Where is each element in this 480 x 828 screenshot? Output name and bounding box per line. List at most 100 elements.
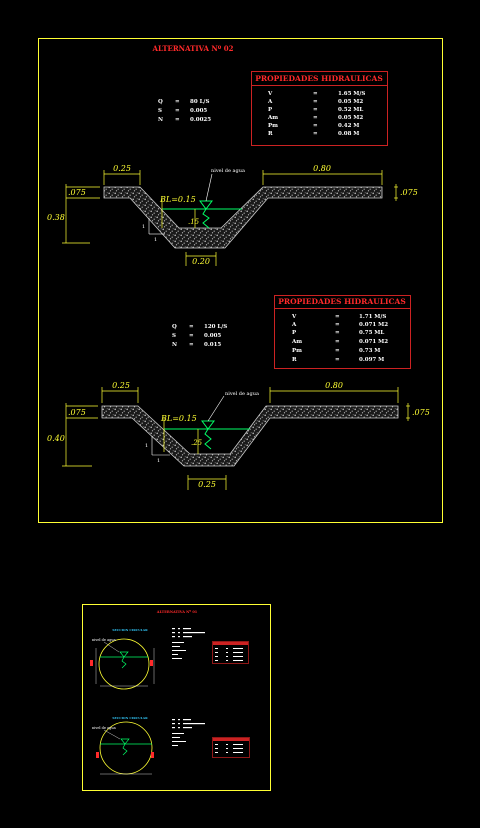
table-eq: = xyxy=(313,123,318,129)
param-eq: = xyxy=(189,324,194,330)
water-label: nivel de agua xyxy=(92,638,116,642)
water-level-icon xyxy=(199,200,213,229)
table-val: 0.097 M xyxy=(359,357,384,363)
dim-freeboard: BL=0.15 xyxy=(159,195,196,204)
table-val: 0.05 M2 xyxy=(338,115,363,121)
table-eq: = xyxy=(335,339,340,345)
pipe-circle-a xyxy=(98,638,150,690)
water-label: nivel de agua xyxy=(92,726,116,730)
table-sym: Pm xyxy=(292,348,302,354)
dim-right-edge: .075 xyxy=(400,188,418,197)
param-eq: = xyxy=(175,108,180,114)
water-label: nivel de agua xyxy=(211,168,245,174)
table-sym: V xyxy=(291,314,297,320)
slope-v: 1 xyxy=(142,224,145,230)
table-eq: = xyxy=(335,348,340,354)
table-sym: A xyxy=(291,322,297,328)
table-val: 1.71 M/S xyxy=(359,314,386,320)
table-eq: = xyxy=(313,91,318,97)
table-eq: = xyxy=(335,314,340,320)
dim-left-top: 0.25 xyxy=(112,381,130,390)
channel-lining-2 xyxy=(101,405,399,467)
sheet-frame xyxy=(38,38,443,523)
table-sym: Am xyxy=(267,115,278,121)
dim-right-top: 0.80 xyxy=(325,381,343,390)
dim-left-top: 0.25 xyxy=(113,164,131,173)
table-eq: = xyxy=(313,115,318,121)
sheet-title: ALTERNATIVA Nº 02 xyxy=(152,44,234,53)
properties-table-2: PROPIEDADES HIDRAULICAS V = 1.71 M/S A =… xyxy=(274,295,411,369)
param-eq: = xyxy=(175,117,180,123)
param-eq: = xyxy=(189,333,194,339)
dim-height: 0.40 xyxy=(47,434,65,443)
param-eq: = xyxy=(189,342,194,348)
table-eq: = xyxy=(313,131,318,137)
thumbnail-sheet: ALTERNATIVA Nº 01 SECCION CIRCULAR nivel… xyxy=(82,604,271,791)
table-sym: Am xyxy=(291,339,302,345)
table-val: 0.071 M2 xyxy=(359,322,388,328)
param-val: 0.005 xyxy=(204,333,221,339)
dim-bottom: 0.20 xyxy=(192,257,210,266)
water-label: nivel de agua xyxy=(225,391,259,397)
table-eq: = xyxy=(335,357,340,363)
table-val: 0.08 M xyxy=(338,131,359,137)
table-eq: = xyxy=(335,330,340,336)
table-sym: V xyxy=(267,91,273,97)
table-sym: P xyxy=(292,330,296,336)
water-level-icon xyxy=(201,420,215,450)
dim-right-top: 0.80 xyxy=(313,164,331,173)
table-val: 0.75 ML xyxy=(359,330,384,336)
thumb-table-b xyxy=(212,737,250,758)
param-sym: S xyxy=(172,333,176,339)
channel-lining-1 xyxy=(103,186,383,249)
dim-freeboard: BL=0.15 xyxy=(160,414,197,423)
section-2: PROPIEDADES HIDRAULICAS V = 1.71 M/S A =… xyxy=(47,295,430,490)
slope-h: 1 xyxy=(154,237,157,243)
param-val: 80 L/S xyxy=(190,99,209,105)
table-title: PROPIEDADES HIDRAULICAS xyxy=(255,74,383,83)
param-val: 0.005 xyxy=(190,108,207,114)
properties-table-1: PROPIEDADES HIDRAULICAS V = 1.65 M/S A =… xyxy=(251,71,388,146)
param-sym: S xyxy=(158,108,162,114)
table-eq: = xyxy=(335,322,340,328)
section-a-label: SECCION CIRCULAR xyxy=(112,628,148,632)
slope-v: 1 xyxy=(145,443,148,449)
param-val: 0.015 xyxy=(204,342,221,348)
table-val: 0.52 ML xyxy=(338,107,363,113)
flow-params-1: Q = 80 L/S S = 0.005 N = 0.0025 xyxy=(158,99,211,123)
param-sym: Q xyxy=(158,99,163,105)
dim-depth: .15 xyxy=(188,218,200,226)
dim-left-edge: .075 xyxy=(68,408,86,417)
table-sym: A xyxy=(267,99,273,105)
param-eq: = xyxy=(175,99,180,105)
dim-bottom: 0.25 xyxy=(198,480,216,489)
slope-h: 1 xyxy=(157,458,160,464)
dim-left-edge: .075 xyxy=(68,188,86,197)
flow-params-2: Q = 120 L/S S = 0.005 N = 0.015 xyxy=(172,324,227,348)
table-eq: = xyxy=(313,107,318,113)
param-sym: N xyxy=(158,117,163,123)
table-title: PROPIEDADES HIDRAULICAS xyxy=(278,297,406,306)
param-val: 120 L/S xyxy=(204,324,227,330)
table-val: 1.65 M/S xyxy=(338,91,365,97)
table-val: 0.42 M xyxy=(338,123,359,129)
table-val: 0.071 M2 xyxy=(359,339,388,345)
dim-depth: .25 xyxy=(191,439,203,447)
param-sym: N xyxy=(172,342,177,348)
table-val: 0.05 M2 xyxy=(338,99,363,105)
dim-height: 0.38 xyxy=(47,213,65,222)
section-b-label: SECCION CIRCULAR xyxy=(112,716,148,720)
dim-right-edge: .075 xyxy=(412,408,430,417)
table-sym: R xyxy=(268,131,273,137)
table-val: 0.73 M xyxy=(359,348,380,354)
table-sym: P xyxy=(268,107,272,113)
param-sym: Q xyxy=(172,324,177,330)
table-eq: = xyxy=(313,99,318,105)
table-sym: R xyxy=(292,357,297,363)
thumbnail-title: ALTERNATIVA Nº 01 xyxy=(156,610,198,614)
param-val: 0.0025 xyxy=(190,117,211,123)
section-1: PROPIEDADES HIDRAULICAS V = 1.65 M/S A =… xyxy=(47,71,418,266)
table-sym: Pm xyxy=(268,123,278,129)
thumb-table-a xyxy=(212,641,249,664)
